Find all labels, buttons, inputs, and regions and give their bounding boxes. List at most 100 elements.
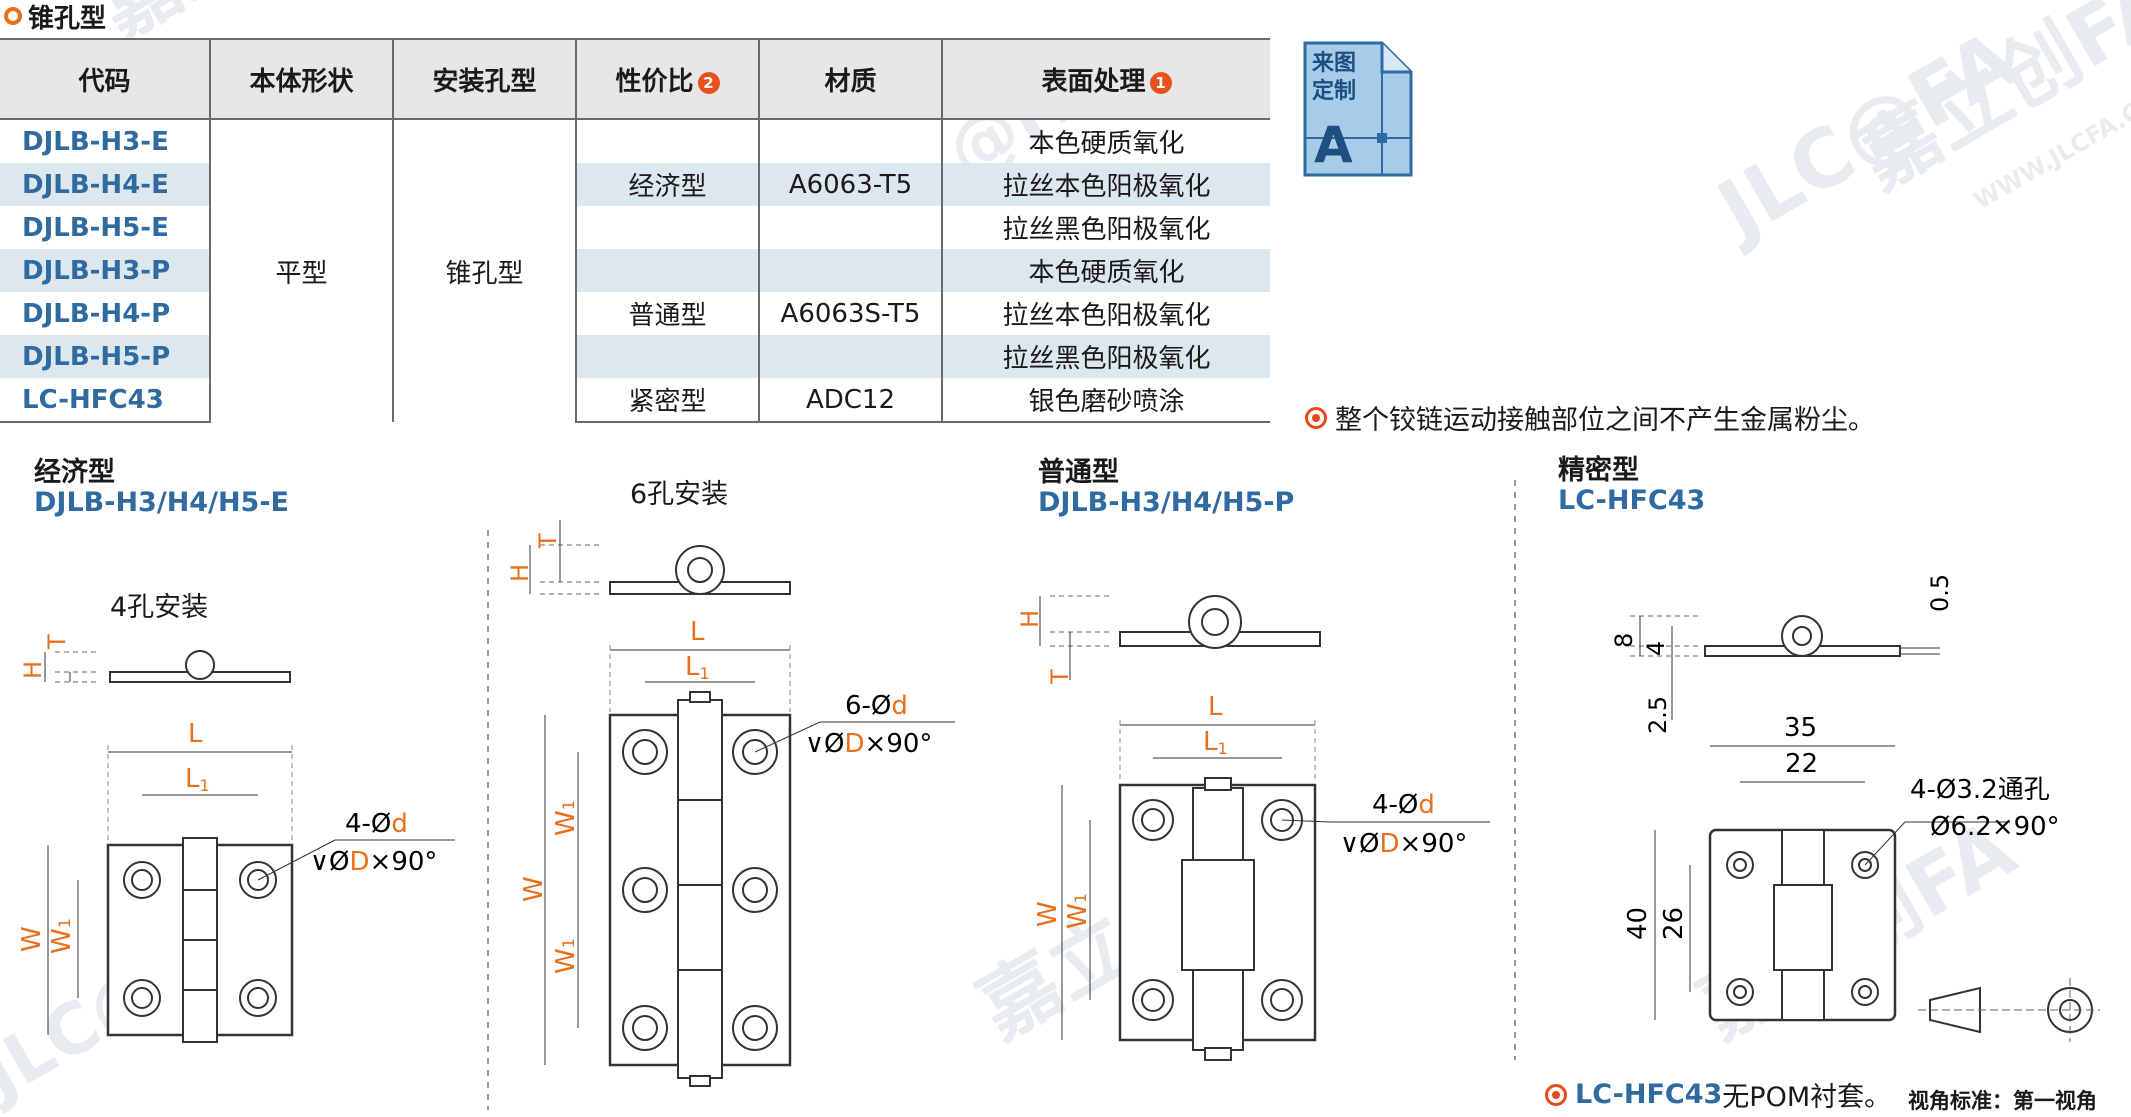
dim-W1-sub: 1 xyxy=(55,918,74,928)
table-row: DJLB-H4-P 拉丝本色阳极氧化 xyxy=(0,292,1270,335)
table-row: DJLB-H3-E 平型 锥孔型 经济型 A6063-T5 本色硬质氧化 xyxy=(0,119,1270,422)
material-cell: A6063-T5 xyxy=(758,119,942,249)
footnote-2-icon: 2 xyxy=(697,71,720,94)
code-cell: DJLB-H5-P xyxy=(0,335,210,378)
footnote-1-icon: 1 xyxy=(1149,71,1172,94)
side-view-economy: H T xyxy=(19,634,291,683)
svg-text:W1: W1 xyxy=(47,918,77,954)
dim-40: 40 xyxy=(1623,907,1653,940)
header-material: 材质 xyxy=(758,38,942,120)
dim-W1: W xyxy=(551,810,581,836)
dim-0p5: 0.5 xyxy=(1926,574,1954,612)
drawing-normal: H T L L1 W W1 4-Ød ∨ØD×90° xyxy=(1016,595,1490,1061)
cs-dia: Ø xyxy=(824,729,844,759)
custom-drawing-badge-icon[interactable]: 来图 定制 A xyxy=(1302,40,1414,178)
grade-cell: 普通型 xyxy=(575,249,759,378)
code-cell: DJLB-H5-E xyxy=(22,212,169,243)
four-hole-label: 4孔安装 xyxy=(110,592,209,623)
finish-cell: 本色硬质氧化 xyxy=(941,119,1270,163)
precision-title: 精密型 xyxy=(1558,455,1639,486)
dim-T: T xyxy=(43,634,71,650)
dim-W1: W xyxy=(47,928,77,954)
normal-code: DJLB-H3/H4/H5-P xyxy=(1038,487,1295,518)
svg-text:L1: L1 xyxy=(185,764,210,795)
cs-D: D xyxy=(845,729,865,759)
header-code: 代码 xyxy=(0,38,210,120)
pom-note-text: 无POM衬套。 xyxy=(1722,1082,1892,1113)
side-view-six-hole: H T xyxy=(506,520,791,595)
grade-cell: 经济型 xyxy=(575,119,759,249)
front-view-precision: 35 22 40 26 4-Ø3.2通孔 Ø6.2×90° xyxy=(1623,713,2060,1022)
svg-text:∨ØD×90°: ∨ØD×90° xyxy=(1340,829,1467,859)
badge-line1: 来图 xyxy=(1311,51,1356,76)
svg-text:W1: W1 xyxy=(551,938,581,974)
cs-angle: ×90° xyxy=(1400,829,1468,859)
economy-code: DJLB-H3/H4/H5-E xyxy=(34,487,289,518)
cs-angle: ×90° xyxy=(370,847,438,877)
cs-dia: Ø xyxy=(1359,829,1379,859)
header-hole-type: 安装孔型 xyxy=(392,38,576,120)
svg-text:W1: W1 xyxy=(551,800,581,836)
hole-d: d xyxy=(1418,790,1435,820)
economy-title: 经济型 xyxy=(34,457,115,488)
six-hole-label: 6孔安装 xyxy=(630,479,729,510)
front-view-normal: L L1 W W1 4-Ød ∨ØD×90° xyxy=(1033,692,1490,1061)
finish-cell: 拉丝本色阳极氧化 xyxy=(941,292,1270,335)
section-title-text: 锥孔型 xyxy=(28,3,107,34)
cs-D: D xyxy=(1380,829,1400,859)
dust-note: 整个铰链运动接触部位之间不产生金属粉尘。 xyxy=(1305,398,1875,437)
badge-letter: A xyxy=(1314,116,1353,174)
table-row: DJLB-H5-E 拉丝黑色阳极氧化 xyxy=(0,206,1270,249)
svg-text:∨ØD×90°: ∨ØD×90° xyxy=(310,847,437,877)
dim-T: T xyxy=(1046,669,1074,685)
svg-text:6-Ød: 6-Ød xyxy=(845,691,908,721)
dim-4: 4 xyxy=(1642,641,1670,656)
front-view-six-hole: L L1 W W1 W1 6-Ød ∨ØD×90° xyxy=(519,617,955,1087)
finish-cell: 拉丝黑色阳极氧化 xyxy=(941,206,1270,249)
section-title: 锥孔型 xyxy=(4,0,107,34)
hole-through: 4-Ø3.2通孔 xyxy=(1910,775,2050,805)
material-cell: ADC12 xyxy=(758,378,942,423)
svg-text:∨ØD×90°: ∨ØD×90° xyxy=(805,729,932,759)
finish-cell: 银色磨砂喷涂 xyxy=(941,378,1270,423)
dim-W1: W xyxy=(1063,903,1093,929)
view-standard: 视角标准：第一视角 xyxy=(1908,1089,2097,1113)
cs-dia: Ø xyxy=(329,847,349,877)
finish-cell: 拉丝黑色阳极氧化 xyxy=(941,335,1270,378)
side-view-precision: 8 4 2.5 0.5 xyxy=(1610,574,1954,734)
table-row: DJLB-H5-P 拉丝黑色阳极氧化 xyxy=(0,335,1270,378)
table-row: DJLB-H4-E 拉丝本色阳极氧化 xyxy=(0,163,1270,206)
pom-note: LC-HFC43 无POM衬套。 xyxy=(1545,1075,1891,1114)
drawing-six-hole: H T L L1 W W1 W1 6-Ød ∨ØD×90° xyxy=(506,520,955,1087)
dim-H: H xyxy=(506,564,534,582)
dim-W: W xyxy=(519,876,549,902)
svg-text:L1: L1 xyxy=(1203,727,1228,758)
dim-35: 35 xyxy=(1784,713,1817,743)
svg-text:4-Ød: 4-Ød xyxy=(345,809,408,839)
dim-W1-sub: 1 xyxy=(559,800,578,810)
body-shape-cell: 平型 xyxy=(209,119,393,422)
dim-H: H xyxy=(19,661,47,679)
svg-text:L1: L1 xyxy=(685,652,710,683)
grade-cell: 紧密型 xyxy=(575,378,759,423)
cs-D: D xyxy=(350,847,370,877)
front-view-economy: L L1 W W1 4-Ød ∨ØD×90° xyxy=(17,719,455,1043)
hole-d: d xyxy=(391,809,408,839)
code-cell: LC-HFC43 xyxy=(0,378,210,423)
code-cell: DJLB-H3-P xyxy=(0,249,210,292)
hole-d: d xyxy=(891,691,908,721)
dim-L1: L xyxy=(1203,727,1218,757)
table-row: DJLB-H3-P 普通型 A6063S-T5 本色硬质氧化 xyxy=(0,249,1270,378)
dim-L1-sub: 1 xyxy=(200,776,210,795)
dim-W: W xyxy=(17,926,47,952)
finish-cell: 本色硬质氧化 xyxy=(941,249,1270,292)
pom-note-code: LC-HFC43 xyxy=(1575,1079,1723,1110)
dim-L1: L xyxy=(185,764,200,794)
dim-W1-sub: 1 xyxy=(559,938,578,948)
finish-cell: 拉丝本色阳极氧化 xyxy=(941,163,1270,206)
bullet-icon xyxy=(1305,406,1327,429)
hole-qty: 4-Ø xyxy=(1372,790,1418,820)
